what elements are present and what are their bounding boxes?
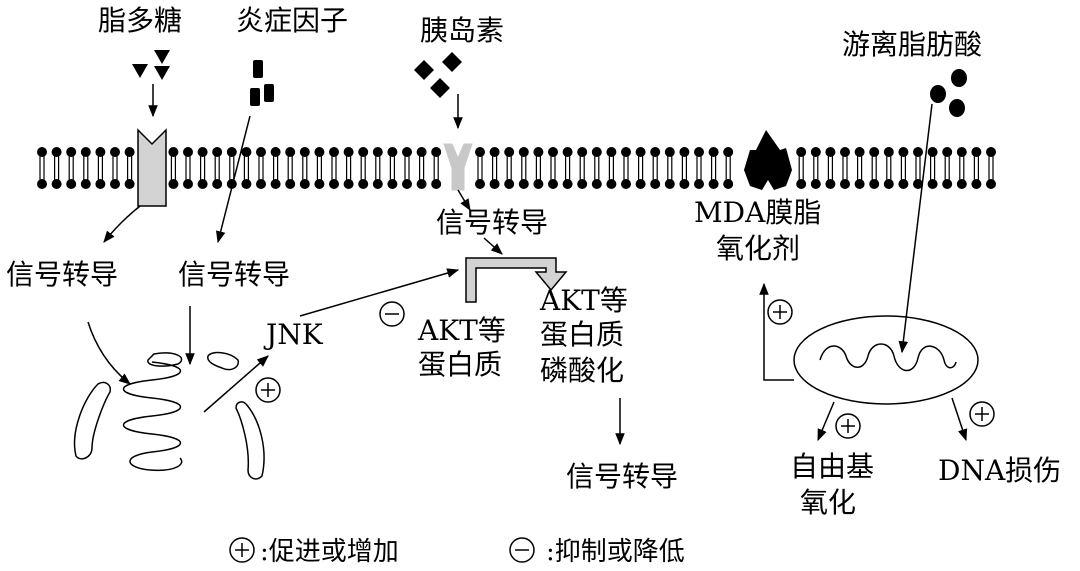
dna-label: DNA损伤 bbox=[938, 454, 1061, 487]
cytokine-molecule-icon bbox=[250, 60, 274, 106]
signal-transduction-label-cytokine: 信号转导 bbox=[178, 258, 290, 291]
lps-label: 脂多糖 bbox=[98, 4, 182, 37]
signal-transduction-label-lps: 信号转导 bbox=[6, 258, 118, 291]
endoplasmic-reticulum-icon bbox=[73, 351, 265, 480]
ros-label-line2: 氧化 bbox=[800, 486, 856, 519]
signal-transduction-label-insulin: 信号转导 bbox=[436, 206, 548, 239]
lps-molecule-icon bbox=[132, 50, 170, 80]
pakt-label-line2: 蛋白质 bbox=[540, 318, 624, 351]
insulin-label: 胰岛素 bbox=[420, 14, 504, 47]
lps-receptor-icon bbox=[137, 128, 167, 207]
insulin-molecule-icon bbox=[414, 52, 462, 98]
promote-sign-icon bbox=[969, 401, 995, 427]
insulin-receptor-arrow bbox=[457, 189, 471, 212]
mitochondrion-cristae-icon bbox=[819, 343, 957, 372]
legend-promote-icon bbox=[229, 537, 255, 563]
ffa-molecule-icon bbox=[930, 69, 967, 117]
legend-promote-label: :促进或增加 bbox=[260, 537, 399, 567]
legend: :促进或增加 :抑制或降低 bbox=[229, 537, 685, 567]
mda-label-line1: MDA膜脂 bbox=[694, 196, 821, 229]
mitochondrion-icon bbox=[793, 315, 979, 405]
pakt-label-line1: AKT等 bbox=[539, 284, 628, 317]
mito-ros-arrow bbox=[817, 401, 835, 442]
akt-label-line1: AKT等 bbox=[417, 314, 506, 347]
lipid-peroxidation-icon bbox=[744, 130, 792, 190]
legend-inhibit-label: :抑制或降低 bbox=[546, 537, 685, 567]
mda-label-line2: 氧化剂 bbox=[716, 232, 800, 265]
insulin-signal-arrow bbox=[483, 237, 503, 255]
mito-mda-arrow bbox=[759, 282, 794, 381]
cell-membrane bbox=[37, 147, 996, 189]
er-jnk-arrow bbox=[203, 355, 269, 413]
lps-er-arrow bbox=[87, 321, 131, 385]
promote-sign-icon bbox=[767, 299, 793, 325]
akt-label-line2: 蛋白质 bbox=[418, 348, 502, 381]
pakt-label-line3: 磷酸化 bbox=[540, 354, 624, 387]
jnk-label: JNK bbox=[263, 318, 324, 351]
signal-transduction-label-downstream: 信号转导 bbox=[566, 460, 678, 493]
phosphorylation-arrow-icon bbox=[465, 257, 568, 303]
promote-sign-icon bbox=[835, 413, 861, 439]
ffa-mito-arrow bbox=[898, 103, 933, 354]
mito-dna-arrow bbox=[951, 397, 968, 442]
ffa-label: 游离脂肪酸 bbox=[842, 28, 982, 61]
jnk-akt-arrow bbox=[299, 268, 460, 317]
er-coil-icon bbox=[122, 361, 183, 472]
promote-sign-icon bbox=[255, 377, 281, 403]
inhibit-sign-icon bbox=[379, 301, 405, 327]
lps-signal-arrow bbox=[103, 205, 141, 243]
cytokine-signal-arrow bbox=[216, 115, 251, 244]
ros-label-line1: 自由基 bbox=[790, 450, 874, 483]
legend-inhibit-icon bbox=[509, 537, 535, 563]
cytokine-label: 炎症因子 bbox=[236, 4, 348, 37]
insulin-receptor-icon bbox=[443, 143, 473, 191]
